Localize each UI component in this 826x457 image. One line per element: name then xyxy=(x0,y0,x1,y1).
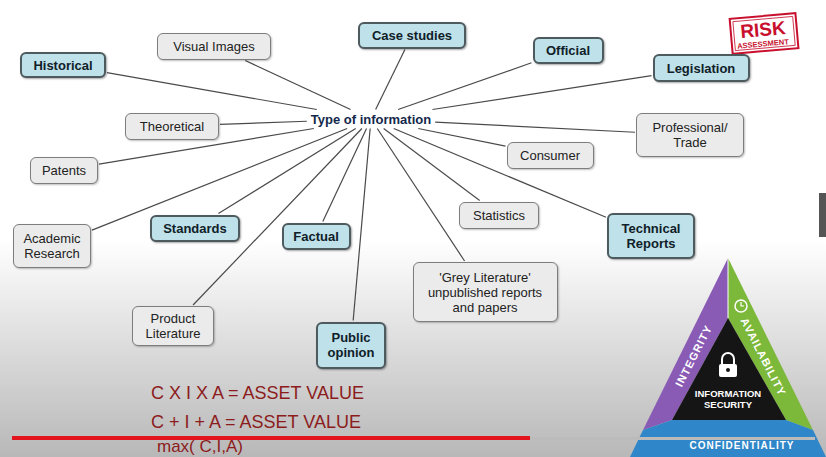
progress-bar-rest xyxy=(530,437,815,440)
node-text: Visual Images xyxy=(173,39,254,54)
triangle-core-label: INFORMATION SECURITY xyxy=(686,388,770,410)
info-type-box: Patents xyxy=(30,157,98,184)
connector-line xyxy=(398,63,531,110)
node-text: Professional/ Trade xyxy=(643,120,737,150)
node-text: Factual xyxy=(293,229,339,244)
info-type-box: 'Grey Literature' unpublished reports an… xyxy=(413,262,558,322)
node-text: Public opinion xyxy=(324,330,378,360)
info-type-box: Visual Images xyxy=(157,33,271,60)
info-type-box: Consumer xyxy=(507,142,594,169)
scroll-thumb xyxy=(819,193,826,237)
formula-text: max( C,I,A) xyxy=(157,437,243,457)
connector-line xyxy=(377,129,464,262)
node-text: Official xyxy=(546,43,590,58)
connector-line xyxy=(376,50,405,110)
triangle-side-label: AVAILABILITY xyxy=(738,316,789,399)
triangle-side-label: INTEGRITY xyxy=(673,323,715,389)
node-text: Standards xyxy=(163,221,227,236)
connector-line xyxy=(353,129,370,321)
connector-line xyxy=(418,129,505,147)
cia-triangle xyxy=(630,258,826,457)
info-type-box: Official xyxy=(533,37,604,64)
band-divider xyxy=(728,258,729,318)
info-type-box: Theoretical xyxy=(125,113,219,140)
node-text: Statistics xyxy=(473,208,525,223)
info-type-box: Statistics xyxy=(459,202,539,229)
lock-icon xyxy=(719,353,737,377)
info-type-box: Technical Reports xyxy=(607,213,695,259)
stamp-border xyxy=(730,13,799,54)
node-text: Theoretical xyxy=(140,119,204,134)
info-type-box: Academic Research xyxy=(13,224,91,268)
info-type-box: Public opinion xyxy=(316,322,386,369)
info-type-box: Historical xyxy=(20,52,106,78)
connector-line xyxy=(245,61,350,110)
video-shade xyxy=(0,240,826,457)
info-type-box: Factual xyxy=(282,223,351,250)
node-text: Patents xyxy=(42,163,86,178)
connector-line xyxy=(220,121,307,124)
connector-line xyxy=(384,129,480,201)
node-text: Legislation xyxy=(667,61,736,76)
progress-bar-played xyxy=(12,436,530,440)
info-type-box: Case studies xyxy=(358,22,466,49)
info-type-box: Standards xyxy=(150,215,240,242)
node-text: Product Literature xyxy=(139,311,207,341)
connector-line xyxy=(323,129,367,222)
connector-line xyxy=(435,122,635,132)
formula-text: C + I + A = ASSET VALUE xyxy=(151,412,361,433)
clock-icon xyxy=(735,300,747,312)
node-text: Academic Research xyxy=(20,231,84,261)
hub-label: Type of information xyxy=(308,111,434,128)
node-text: Case studies xyxy=(372,28,452,43)
stamp-inner-border xyxy=(733,16,795,50)
risk-stamp xyxy=(730,13,799,54)
info-type-box: Product Literature xyxy=(132,306,214,346)
connector-line xyxy=(432,76,651,110)
node-text: Historical xyxy=(33,58,92,73)
node-text: 'Grey Literature' unpublished reports an… xyxy=(420,270,551,315)
connector-line xyxy=(107,73,317,110)
node-text: Type of information xyxy=(311,112,431,127)
node-text: Consumer xyxy=(520,148,580,163)
node-text: Technical Reports xyxy=(615,221,687,251)
formula-text: C X I X A = ASSET VALUE xyxy=(151,383,364,404)
info-type-box: Professional/ Trade xyxy=(636,113,744,157)
triangle-side-label: CONFIDENTIALITY xyxy=(690,440,795,452)
info-type-box: Legislation xyxy=(653,54,750,82)
